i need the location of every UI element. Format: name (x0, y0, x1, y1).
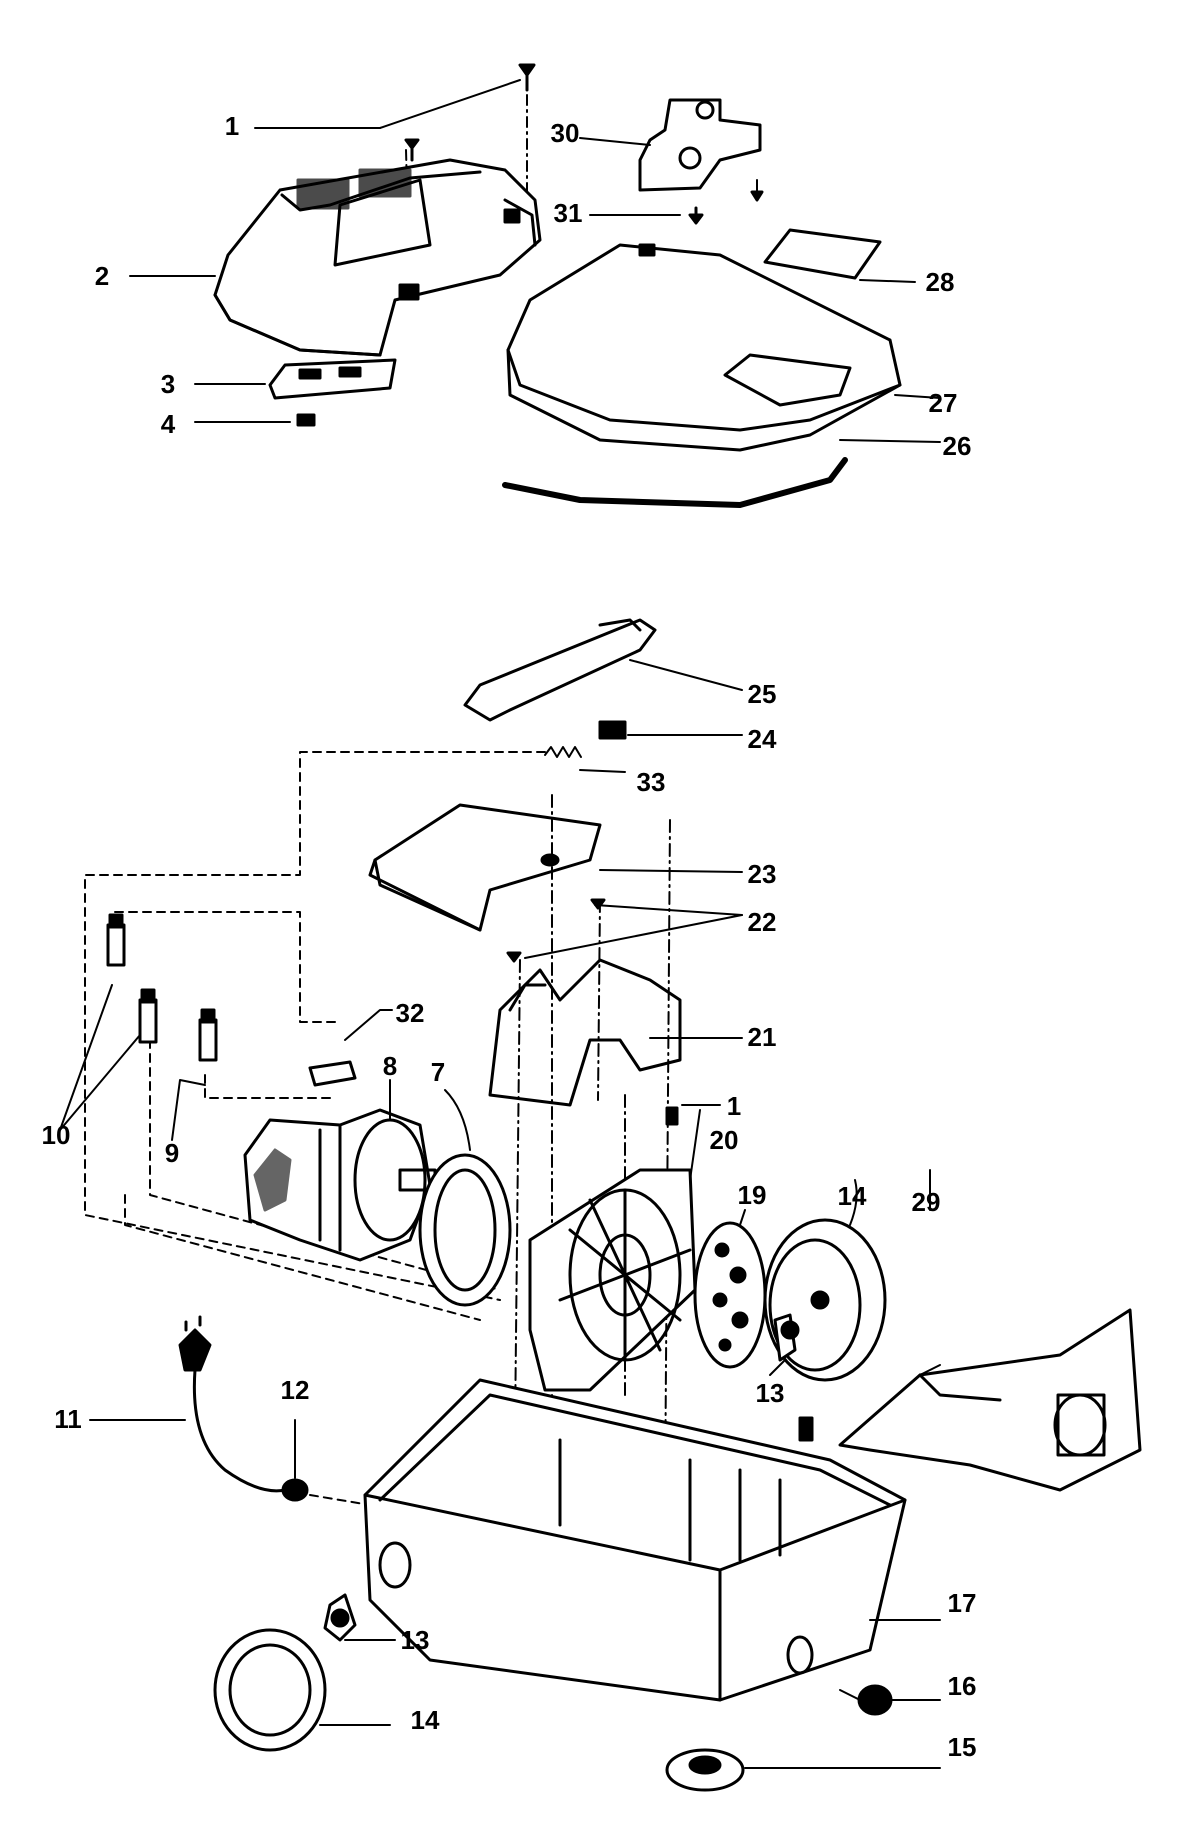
label-plate-part-28 (763, 228, 916, 283)
part-label-27: 27 (928, 388, 958, 418)
screw-part-1-bottom (665, 1104, 721, 1126)
knob-part-16 (839, 1684, 941, 1716)
part-label-31: 31 (553, 198, 583, 228)
switch-cover-part-23 (368, 803, 743, 932)
base-housing-part-17 (363, 1378, 941, 1702)
caster-part-15 (665, 1748, 941, 1792)
part-label-26: 26 (942, 431, 972, 461)
switch-plate-part-3 (194, 358, 397, 400)
part-label-28: 28 (925, 267, 955, 297)
axle-part-13-right (769, 1313, 800, 1376)
part-label-21: 21 (747, 1022, 777, 1052)
screw-part-1-top (404, 63, 536, 162)
part-label-13-left: 13 (400, 1625, 430, 1655)
part-label-2: 2 (94, 261, 110, 291)
duct-housing-part-21 (488, 958, 743, 1107)
wire-connector-part-9 (171, 1008, 218, 1141)
top-rail-part-25 (463, 618, 743, 722)
part-label-23: 23 (747, 859, 777, 889)
part-label-22: 22 (747, 907, 777, 937)
axle-part-13-left (323, 1593, 396, 1642)
bag-cover-part-27 (506, 243, 941, 452)
dust-bag-part-29 (838, 1169, 1142, 1492)
part-label-14-left: 14 (410, 1705, 440, 1735)
gasket-part-26 (502, 439, 941, 508)
strain-relief-part-12 (281, 1419, 371, 1506)
part-label-3: 3 (160, 369, 176, 399)
part-label-16: 16 (947, 1671, 977, 1701)
motor-part-8 (243, 1079, 437, 1262)
spring-part-33 (544, 746, 626, 773)
switch-button-part-4 (194, 413, 316, 427)
power-cord-part-11 (89, 1315, 287, 1493)
part-label-11: 11 (54, 1404, 82, 1434)
wheel-part-14-left (213, 1628, 391, 1752)
part-label-9: 9 (164, 1138, 180, 1168)
part-label-19: 19 (737, 1180, 767, 1210)
part-label-14-right: 14 (837, 1181, 867, 1211)
motor-ring-part-7 (418, 1089, 512, 1307)
part-label-12: 12 (280, 1375, 310, 1405)
part-label-4: 4 (160, 409, 176, 439)
part-label-7: 7 (430, 1057, 446, 1087)
part-label-32: 32 (395, 998, 425, 1028)
screws-part-22 (506, 898, 743, 963)
part-label-20: 20 (709, 1125, 739, 1155)
part-label-13-right: 13 (755, 1378, 785, 1408)
part-label-1-bottom: 1 (726, 1091, 742, 1121)
clip-part-24 (598, 720, 743, 740)
screw-part-31 (589, 206, 704, 225)
part-label-33: 33 (636, 767, 666, 797)
part-label-24: 24 (747, 724, 777, 754)
part-label-10: 10 (41, 1120, 71, 1150)
wiring-harness (84, 751, 546, 1321)
terminal-part-32 (308, 1009, 393, 1087)
handle-bracket-part-30 (579, 98, 764, 202)
bag-clip (798, 1416, 814, 1442)
part-label-29: 29 (911, 1187, 941, 1217)
part-label-30: 30 (550, 118, 580, 148)
part-label-8: 8 (382, 1051, 398, 1081)
part-label-17: 17 (947, 1588, 977, 1618)
motor-hood-cover-part-2 (129, 158, 542, 357)
part-label-25: 25 (747, 679, 777, 709)
filter-part-19 (693, 1209, 767, 1369)
wire-connectors-part-10 (59, 913, 158, 1131)
fan-guard-part-20 (528, 1109, 701, 1392)
part-label-15: 15 (947, 1732, 977, 1762)
part-label-1-top: 1 (224, 111, 240, 141)
